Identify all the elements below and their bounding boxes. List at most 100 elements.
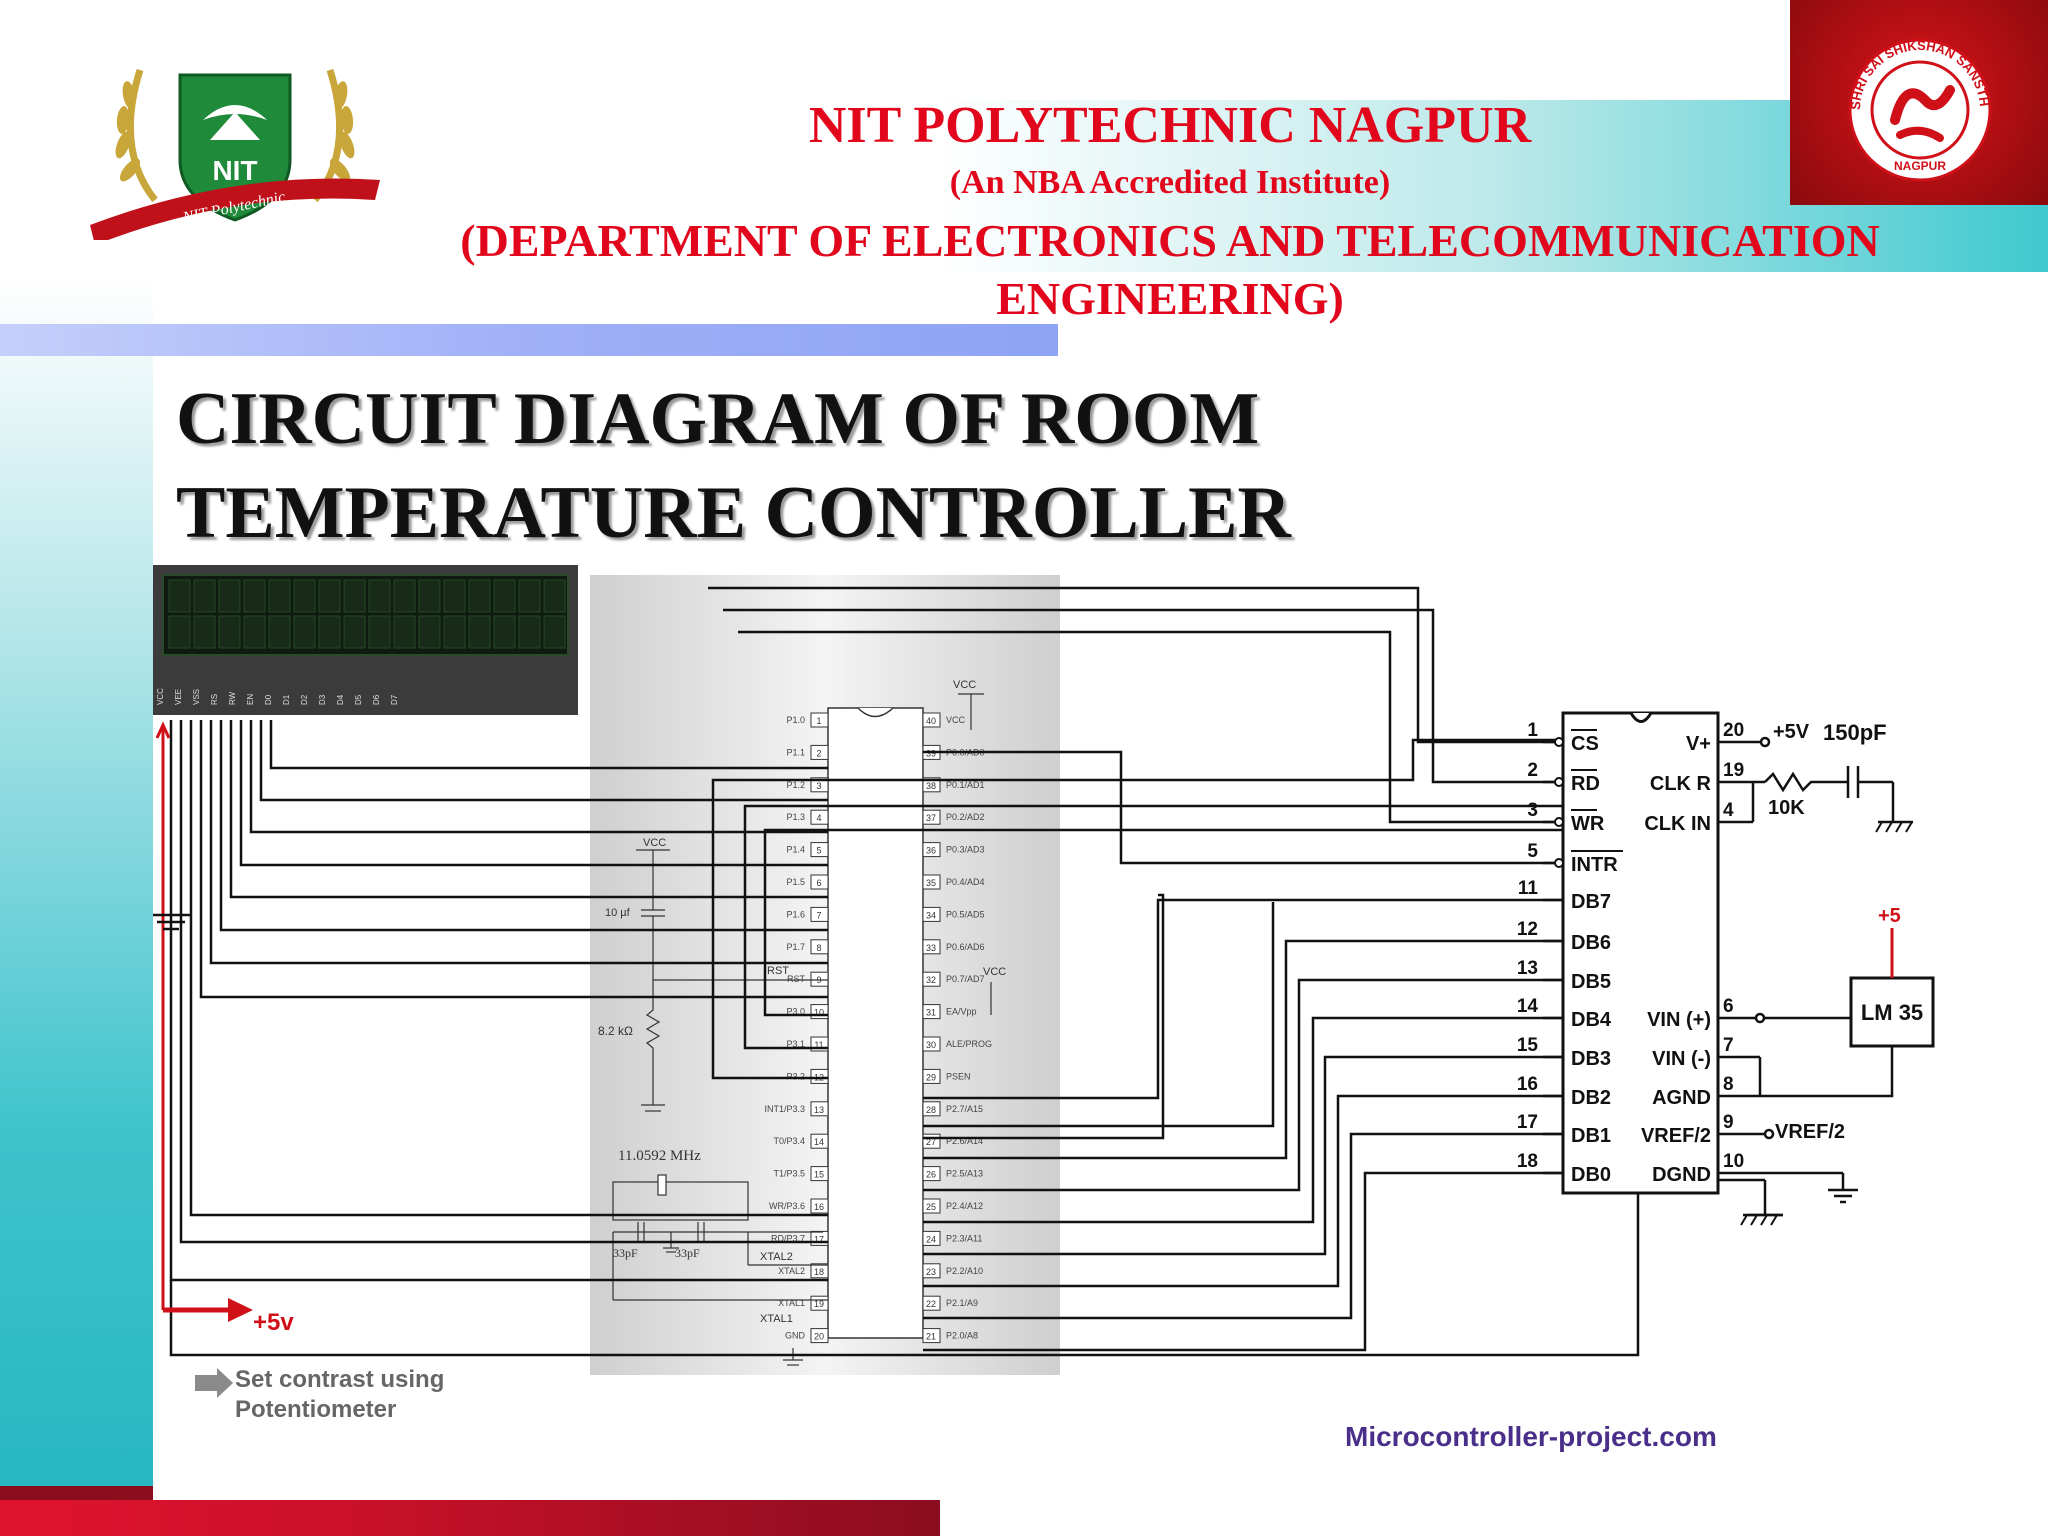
mcu-left-pin-number: 17 [814, 1234, 824, 1244]
lcd-cell [193, 579, 216, 613]
mcu-right-pin-number: 25 [926, 1202, 936, 1212]
adc-left-pin-label: DB2 [1571, 1087, 1611, 1109]
legend-plus5v: +5v [253, 1309, 294, 1336]
mcu-left-pin-box [810, 842, 829, 858]
lcd-cell [318, 615, 341, 649]
lcd-pin-label: VEE [174, 689, 183, 705]
adc-left-pin-number: 18 [1517, 1151, 1538, 1172]
watermark: Microcontroller-project.com [1345, 1421, 1717, 1452]
adc-right-pin-label: DGND [1652, 1164, 1711, 1186]
mcu-right-pin-label: PSEN [946, 1071, 971, 1081]
nit-logo-text: NIT [212, 155, 257, 186]
adc-left-pin-label: CS [1571, 733, 1599, 755]
mcu-right-pin-label: P2.5/A13 [946, 1169, 983, 1179]
mcu-right-pin-label: P0.2/AD2 [946, 812, 985, 822]
lcd-cell [243, 579, 266, 613]
mcu-right-pin-number: 32 [926, 975, 936, 985]
adc-ground-hatch [1770, 1214, 1778, 1226]
mcu-left-pin-label: RST [787, 974, 806, 984]
adc-left-pin-number: 16 [1517, 1074, 1538, 1095]
adc-left-pin-label: DB0 [1571, 1164, 1611, 1186]
adc-right-pin-number: 4 [1723, 800, 1734, 821]
clock-ground-hatch [1905, 821, 1913, 833]
sensor-plus5-label: +5 [1878, 905, 1901, 927]
mcu-right-pin-label: P0.3/AD3 [946, 845, 985, 855]
mcu-right-pin-number: 40 [926, 716, 936, 726]
lcd-cell [343, 615, 366, 649]
mcu-left-pin-number: 3 [816, 781, 821, 791]
lcd-cell [268, 615, 291, 649]
mcu-right-pin-label: EA/Vpp [946, 1007, 977, 1017]
crest-bottom-text: NAGPUR [1894, 159, 1946, 173]
mcu-right-pin-box [922, 1036, 941, 1052]
mcu-left-pin-number: 18 [814, 1267, 824, 1277]
mcu-left-pin-box [810, 1068, 829, 1084]
mcu-left-pin-number: 5 [816, 846, 821, 856]
vref-out-label: VREF/2 [1775, 1121, 1845, 1143]
mcu-right-pin-number: 26 [926, 1170, 936, 1180]
reset-circuit [636, 849, 828, 1112]
mcu-right-pin-number: 39 [926, 748, 936, 758]
mcu-right-pin-box [922, 809, 941, 825]
adc-pins: 1CS2RD3WR5INTR11DB712DB613DB514DB415DB31… [1517, 720, 1913, 1226]
adc-active-low-bubble [1554, 817, 1564, 827]
adc-left-pin-label: DB6 [1571, 932, 1611, 954]
mcu-right-pin-number: 21 [926, 1332, 936, 1342]
mcu-left-pin-label: P1.1 [786, 747, 805, 757]
mcu-right-pin-label: ALE/PROG [946, 1039, 992, 1049]
mcu-left-pin-number: 2 [816, 748, 821, 758]
shri-sai-shikshan-sanstha-crest: SHRI SAI SHIKSHAN SANSTHA NAGPUR [1825, 30, 1992, 182]
adc-left-pin-number: 11 [1518, 878, 1539, 899]
lcd-cell [468, 579, 491, 613]
mcu-right-pin-box [922, 939, 941, 955]
mcu-right-pin-label: P2.7/A15 [946, 1104, 983, 1114]
header-gradient-band [460, 100, 2048, 272]
adc-right-pin-number: 10 [1723, 1151, 1744, 1172]
mcu-left-pin-box [810, 1198, 829, 1214]
mcu-left-pin-label: WR/P3.6 [769, 1201, 805, 1211]
adc-clock-network [1718, 736, 1913, 824]
mcu-left-pin-box [810, 939, 829, 955]
adc-left-pin-label: INTR [1571, 854, 1618, 876]
mcu-right-pin-number: 23 [926, 1267, 936, 1277]
adc-right-pin-number: 8 [1723, 1074, 1734, 1095]
adc-left-pin-label: WR [1571, 813, 1605, 835]
lcd-cell [393, 579, 416, 613]
mcu-left-pin-label: P1.5 [786, 877, 805, 887]
adc-left-pin-number: 15 [1517, 1035, 1539, 1056]
adc-left-pin-number: 12 [1517, 919, 1538, 940]
adc-right-pin-number: 7 [1723, 1035, 1734, 1056]
mcu-right-pin-box [922, 1068, 941, 1084]
mcu-left-pin-label: T0/P3.4 [773, 1136, 805, 1146]
lcd-pin-label: D4 [336, 694, 345, 705]
mcu-left-pin-label: INT1/P3.3 [764, 1104, 805, 1114]
mcu-right-pin-box [922, 1004, 941, 1020]
lcd-pin-label: D3 [318, 694, 327, 705]
adc-left-pin-number: 13 [1517, 958, 1538, 979]
lcd-cell [443, 579, 466, 613]
res-82k-label: 8.2 kΩ [598, 1024, 633, 1038]
mcu-left-pin-number: 10 [814, 1008, 824, 1018]
mcu-right-pin-box [922, 842, 941, 858]
mcu-left-pin-label: P1.4 [786, 845, 805, 855]
adc0804-chip [1561, 711, 1720, 1195]
mcu-right-pin-box [922, 1263, 941, 1279]
lcd-pin-label: D7 [390, 694, 399, 705]
mcu-left-pin-label: XTAL2 [778, 1266, 805, 1276]
adc-left-pin-label: RD [1571, 773, 1600, 795]
adc-left-pin-label: DB4 [1571, 1009, 1612, 1031]
mcu-left-pin-number: 14 [814, 1137, 824, 1147]
mcu-left-pin-number: 8 [816, 943, 821, 953]
lcd-cell [218, 615, 241, 649]
adc-active-low-bubble [1554, 858, 1564, 868]
mcu-right-pin-number: 29 [926, 1072, 936, 1082]
adc-left-pin-number: 3 [1527, 800, 1538, 821]
mcu-right-pin-number: 35 [926, 878, 936, 888]
mcu-right-pin-label: P2.3/A11 [946, 1233, 982, 1243]
xtal2-label: XTAL2 [760, 1251, 793, 1263]
mcu-right-pin-number: 30 [926, 1040, 936, 1050]
lcd-pin-label: D6 [372, 694, 381, 705]
mcu-left-pin-number: 20 [814, 1332, 824, 1342]
lcd-cell [243, 615, 266, 649]
lcd-cell [543, 615, 566, 649]
